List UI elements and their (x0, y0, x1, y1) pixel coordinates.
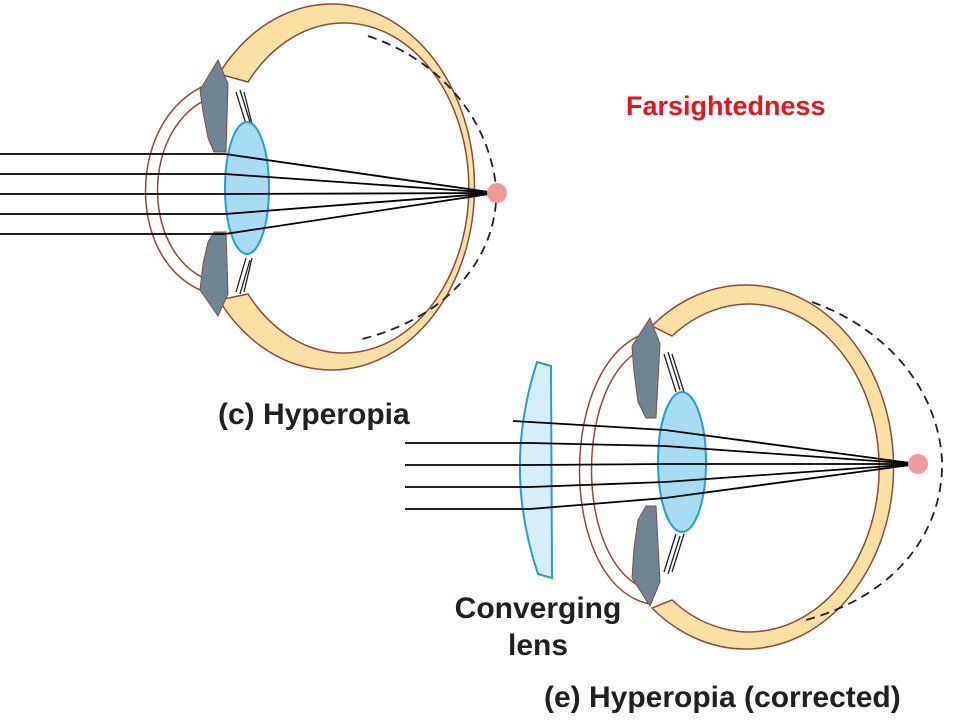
converging-lens-label-line2: lens (508, 629, 568, 662)
sclera (650, 284, 895, 650)
caption-hyperopia-corrected: (e) Hyperopia (corrected) (544, 681, 901, 714)
diagram-title: Farsightedness (626, 91, 826, 121)
eye-corrected (405, 284, 943, 650)
converging-lens-label-line1: Converging (455, 592, 622, 625)
retina (805, 301, 943, 621)
eye-uncorrected (0, 3, 507, 371)
converging-lens (518, 360, 554, 580)
cornea-outer (144, 79, 223, 297)
light-rays-uncorrected (0, 153, 497, 235)
iris-lower (631, 505, 661, 608)
iris-upper (631, 316, 661, 419)
zonule-fibers (663, 351, 685, 575)
cornea-inner (156, 93, 223, 285)
iris-upper (199, 58, 229, 153)
crystalline-lens (657, 391, 707, 533)
caption-hyperopia: (c) Hyperopia (218, 398, 410, 431)
cornea-outer (578, 331, 651, 605)
crystalline-lens (224, 121, 270, 255)
focal-point-corrected (908, 454, 928, 474)
light-rays-corrected (405, 420, 919, 510)
focal-point-uncorrected (487, 183, 507, 203)
iris-lower (199, 231, 229, 318)
zonule-fibers (235, 89, 253, 295)
cornea-inner (590, 345, 651, 591)
